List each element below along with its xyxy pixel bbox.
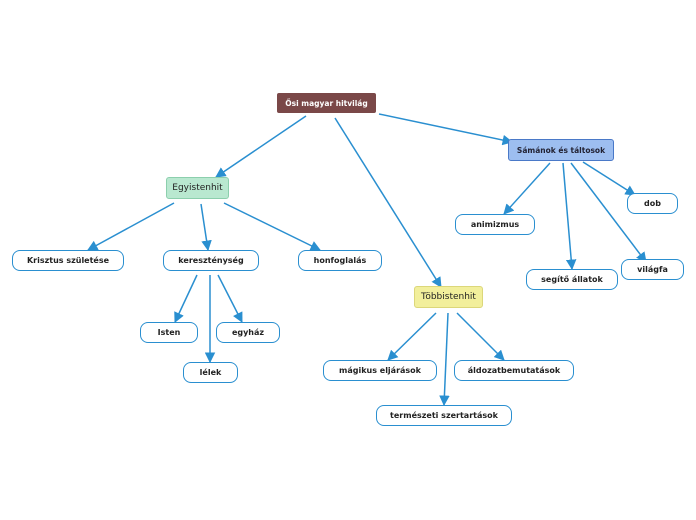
- edge-root-tobbistenhit: [334, 117, 442, 288]
- node-segito-allatok[interactable]: segítő állatok: [526, 269, 618, 290]
- edge-egyistenhit-honfoglalas: [223, 202, 321, 251]
- node-honfoglalas[interactable]: honfoglalás: [298, 250, 382, 271]
- edge-egyistenhit-keresztenyseg: [200, 203, 212, 252]
- edge-samanok-dob: [582, 161, 636, 196]
- edge-samanok-vilagfa: [570, 162, 647, 263]
- edge-tobbistenhit-termeszeti: [439, 312, 450, 407]
- node-samanok-es-taltosok[interactable]: Sámánok és táltosok: [508, 139, 614, 161]
- node-egyistenhit[interactable]: Egyistenhit: [166, 177, 229, 199]
- node-termeszeti-szertartasok[interactable]: természeti szertartások: [376, 405, 512, 426]
- edge-root-egyistenhit: [215, 115, 307, 178]
- node-egyhaz[interactable]: egyház: [216, 322, 280, 343]
- node-keresztenyseg[interactable]: kereszténység: [163, 250, 259, 271]
- edge-egyistenhit-krisztus: [87, 202, 175, 251]
- edge-root-samanok: [378, 113, 514, 146]
- node-aldozatbemutatasok[interactable]: áldozatbemutatások: [454, 360, 574, 381]
- edge-tobbistenhit-aldozat: [456, 312, 505, 361]
- node-krisztus-szuletese[interactable]: Krisztus születése: [12, 250, 124, 271]
- edge-samanok-animizmus: [503, 162, 551, 215]
- edge-keresztenyseg-isten: [174, 274, 198, 323]
- edge-tobbistenhit-magikus: [387, 312, 437, 361]
- edge-keresztenyseg-egyhaz: [217, 274, 243, 323]
- node-animizmus[interactable]: animizmus: [455, 214, 535, 235]
- node-tobbistenhit[interactable]: Többistenhit: [414, 286, 483, 308]
- node-dob[interactable]: dob: [627, 193, 678, 214]
- node-lelek[interactable]: lélek: [183, 362, 238, 383]
- node-isten[interactable]: Isten: [140, 322, 198, 343]
- node-vilagfa[interactable]: világfa: [621, 259, 684, 280]
- edge-samanok-segito: [562, 162, 577, 271]
- node-magikus-eljarasok[interactable]: mágikus eljárások: [323, 360, 437, 381]
- root-node[interactable]: Ősi magyar hitvilág: [277, 93, 376, 113]
